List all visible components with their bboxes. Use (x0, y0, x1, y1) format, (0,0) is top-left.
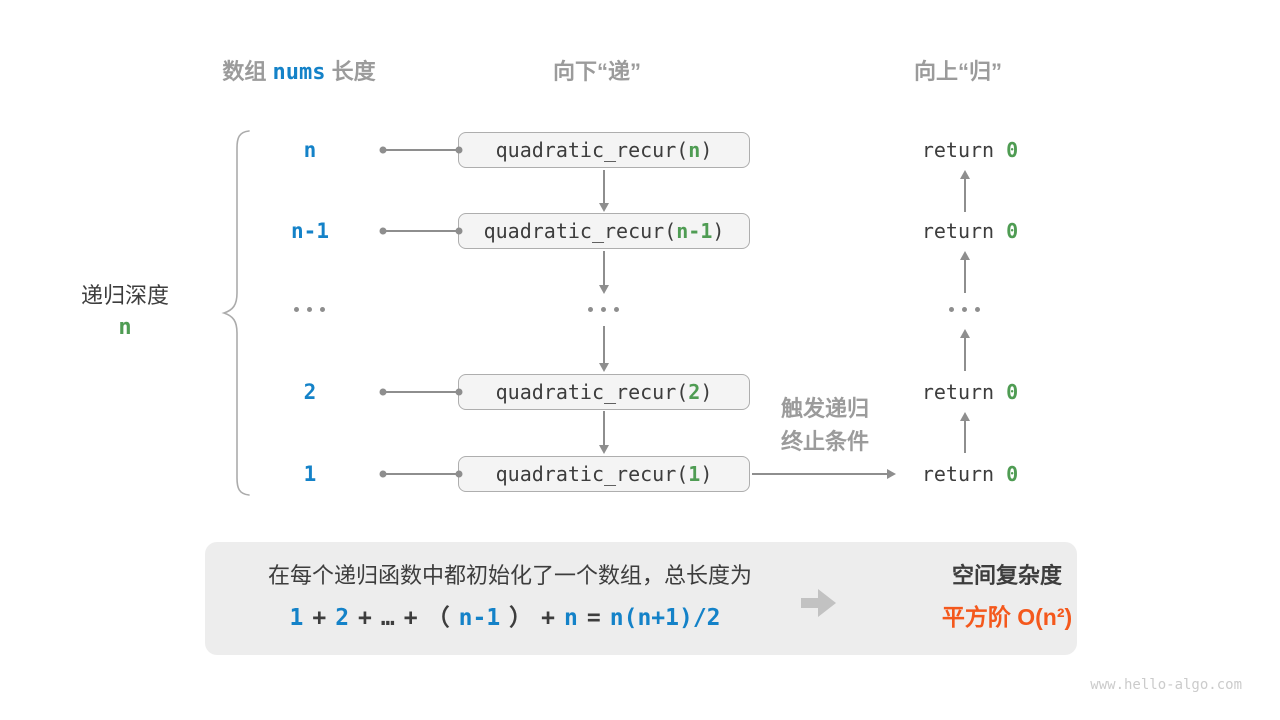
return-keyword: return (921, 219, 1007, 243)
complexity-value: 平方阶 O(n²) (941, 604, 1073, 630)
return-value: 0 (1006, 462, 1019, 486)
header-array-post: 长度 (331, 59, 376, 84)
formula-token: n(n+1)/2 (609, 605, 721, 631)
trigger-line1: 触发递归 (780, 396, 869, 421)
column-header-array-length: 数组 nums 长度 (189, 58, 409, 87)
call-box-1: quadratic_recur(1) (458, 456, 750, 492)
formula-token: + (541, 605, 556, 631)
formula-token: = (586, 605, 601, 631)
length-label-2: 2 (303, 380, 317, 404)
call-param: n-1 (676, 219, 713, 243)
return-value: 0 (1006, 138, 1019, 162)
length-label-1: 1 (303, 462, 317, 486)
return-keyword: return (921, 380, 1007, 404)
base-case-arrow (752, 469, 896, 479)
ellipsis-middle (588, 307, 619, 312)
call-box-n-1: quadratic_recur(n-1) (458, 213, 750, 249)
call-text-close: ) (700, 138, 713, 162)
formula-token: ） (509, 605, 533, 631)
trigger-line2: 终止条件 (780, 429, 869, 454)
formula-token: … (380, 605, 395, 631)
call-text: quadratic_recur( (495, 462, 689, 486)
depth-brace (221, 130, 250, 496)
length-label-n: n (303, 138, 317, 162)
call-param: n (688, 138, 701, 162)
formula-token: + (403, 605, 418, 631)
formula-token: n-1 (458, 605, 501, 631)
recursion-depth-label: 递归深度 n (45, 283, 205, 341)
column-header-descend: 向下“递” (552, 59, 641, 84)
formula-token: + (312, 605, 327, 631)
call-text: quadratic_recur( (483, 219, 677, 243)
formula-token: 1 (289, 605, 304, 631)
ellipsis-left (294, 307, 325, 312)
call-text-close: ) (712, 219, 725, 243)
right-block-arrow-icon (801, 589, 836, 617)
return-statement-n-1: return 0 (890, 218, 1050, 244)
trigger-label: 触发递归 终止条件 (755, 392, 895, 458)
return-keyword: return (921, 462, 1007, 486)
header-array-code: nums (272, 60, 326, 85)
column-header-ascend: 向上“归” (913, 59, 1002, 84)
return-statement-1: return 0 (890, 461, 1050, 487)
call-param: 2 (688, 380, 701, 404)
call-text-close: ) (700, 380, 713, 404)
call-text: quadratic_recur( (495, 380, 689, 404)
header-array-pre: 数组 (222, 59, 267, 84)
depth-text: 递归深度 (80, 283, 169, 308)
call-box-2: quadratic_recur(2) (458, 374, 750, 410)
label-connectors (379, 146, 463, 478)
summary-panel: 在每个递归函数中都初始化了一个数组，总长度为 1 + 2 + … + （ n-1… (205, 542, 1077, 655)
formula-token: + (358, 605, 372, 631)
formula-token: （ (426, 605, 450, 631)
call-box-n: quadratic_recur(n) (458, 132, 750, 168)
return-statement-2: return 0 (890, 379, 1050, 405)
ellipsis-right (949, 307, 980, 312)
summary-text: 在每个递归函数中都初始化了一个数组，总长度为 (267, 563, 752, 588)
call-text-close: ) (700, 462, 713, 486)
call-param: 1 (688, 462, 701, 486)
return-keyword: return (921, 138, 1007, 162)
watermark: www.hello-algo.com (1090, 677, 1242, 693)
formula-token: 2 (335, 605, 350, 631)
formula-token: n (564, 605, 578, 631)
call-text: quadratic_recur( (495, 138, 689, 162)
length-label-n-1: n-1 (291, 219, 329, 243)
return-statement-n: return 0 (890, 137, 1050, 163)
complexity-title: 空间复杂度 (951, 563, 1062, 588)
return-value: 0 (1006, 380, 1019, 404)
return-value: 0 (1006, 219, 1019, 243)
summary-formula: 1 + 2 + … + （ n-1 ） + n = n(n+1)/2 (205, 604, 805, 632)
depth-value: n (118, 315, 132, 340)
